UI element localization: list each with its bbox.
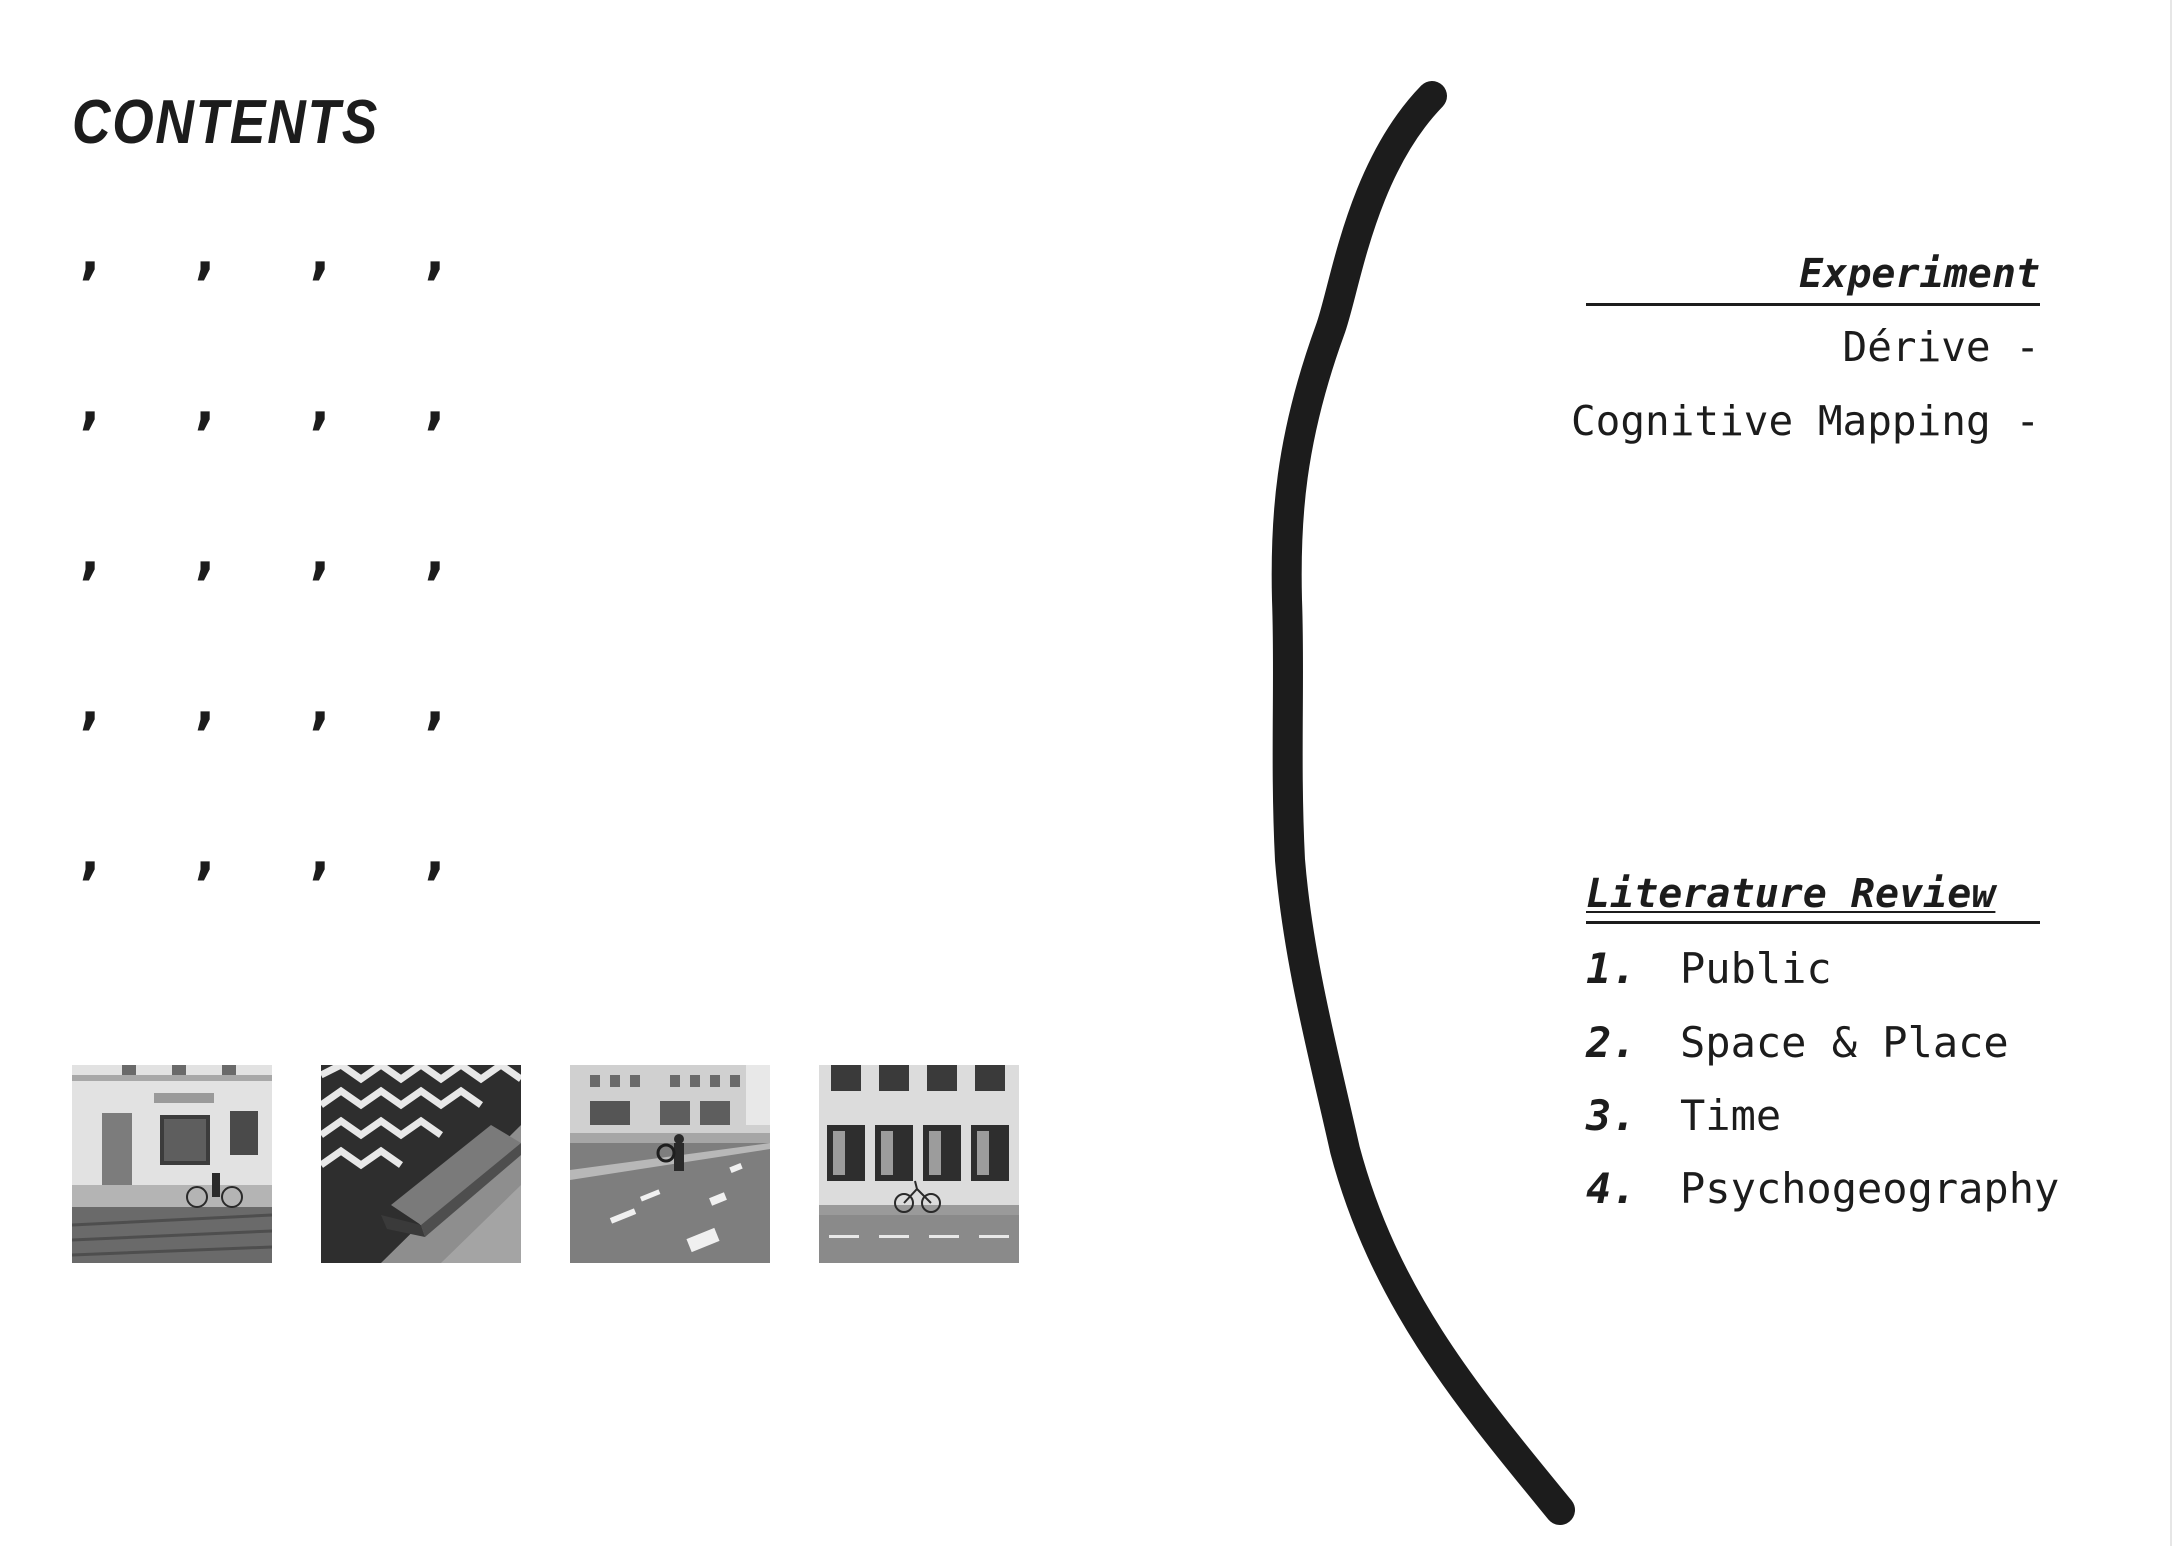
storefront-photo (72, 1065, 272, 1263)
comma-mark: , (72, 817, 109, 887)
comma-mark: , (417, 667, 454, 737)
literature-item-label: Psychogeography (1680, 1164, 2060, 1213)
comma-mark: , (187, 367, 224, 437)
comma-mark: , (72, 667, 109, 737)
literature-item-label: Time (1680, 1091, 1782, 1140)
comma-mark: , (187, 817, 224, 887)
comma-mark: , (72, 217, 109, 287)
experiment-item-cognitive-mapping: Cognitive Mapping - (1571, 397, 2040, 445)
experiment-heading: Experiment (1586, 248, 2040, 306)
comma-mark: , (187, 517, 224, 587)
comma-row: , , , , (72, 672, 532, 822)
literature-review-heading: Literature Review (1586, 868, 2040, 924)
literature-item-label: Public (1680, 944, 1832, 993)
comma-mark: , (187, 667, 224, 737)
literature-item-number: 1. (1586, 944, 1637, 993)
literature-item: 4. Psychogeography (1586, 1164, 2059, 1214)
comma-mark: , (417, 217, 454, 287)
comma-mark: , (302, 667, 339, 737)
comma-mark: , (417, 817, 454, 887)
photo-strip (72, 1065, 1019, 1263)
literature-item: 2. Space & Place (1586, 1018, 2009, 1068)
comma-mark: , (302, 817, 339, 887)
literature-item: 3. Time (1586, 1091, 1781, 1141)
comma-mark: , (72, 517, 109, 587)
comma-mark: , (302, 517, 339, 587)
literature-item: 1. Public (1586, 944, 1832, 994)
street-crossing-photo (570, 1065, 770, 1263)
comma-mark: , (417, 517, 454, 587)
page-edge (2170, 0, 2172, 1546)
bench-shadow-photo (321, 1065, 521, 1263)
building-facade-photo (819, 1065, 1019, 1263)
comma-grid: , , , , , , , , , , , , , , , , , , , , (72, 222, 532, 972)
comma-row: , , , , (72, 372, 532, 522)
comma-row: , , , , (72, 522, 532, 672)
comma-mark: , (72, 367, 109, 437)
comma-row: , , , , (72, 822, 532, 972)
page-title: CONTENTS (72, 88, 380, 157)
literature-item-number: 4. (1586, 1164, 1637, 1213)
literature-item-label: Space & Place (1680, 1018, 2009, 1067)
comma-mark: , (187, 217, 224, 287)
literature-item-number: 2. (1586, 1018, 1637, 1067)
comma-row: , , , , (72, 222, 532, 372)
comma-mark: , (302, 367, 339, 437)
experiment-item-derive: Dérive - (1842, 323, 2040, 371)
comma-mark: , (417, 367, 454, 437)
comma-mark: , (302, 217, 339, 287)
literature-item-number: 3. (1586, 1091, 1637, 1140)
